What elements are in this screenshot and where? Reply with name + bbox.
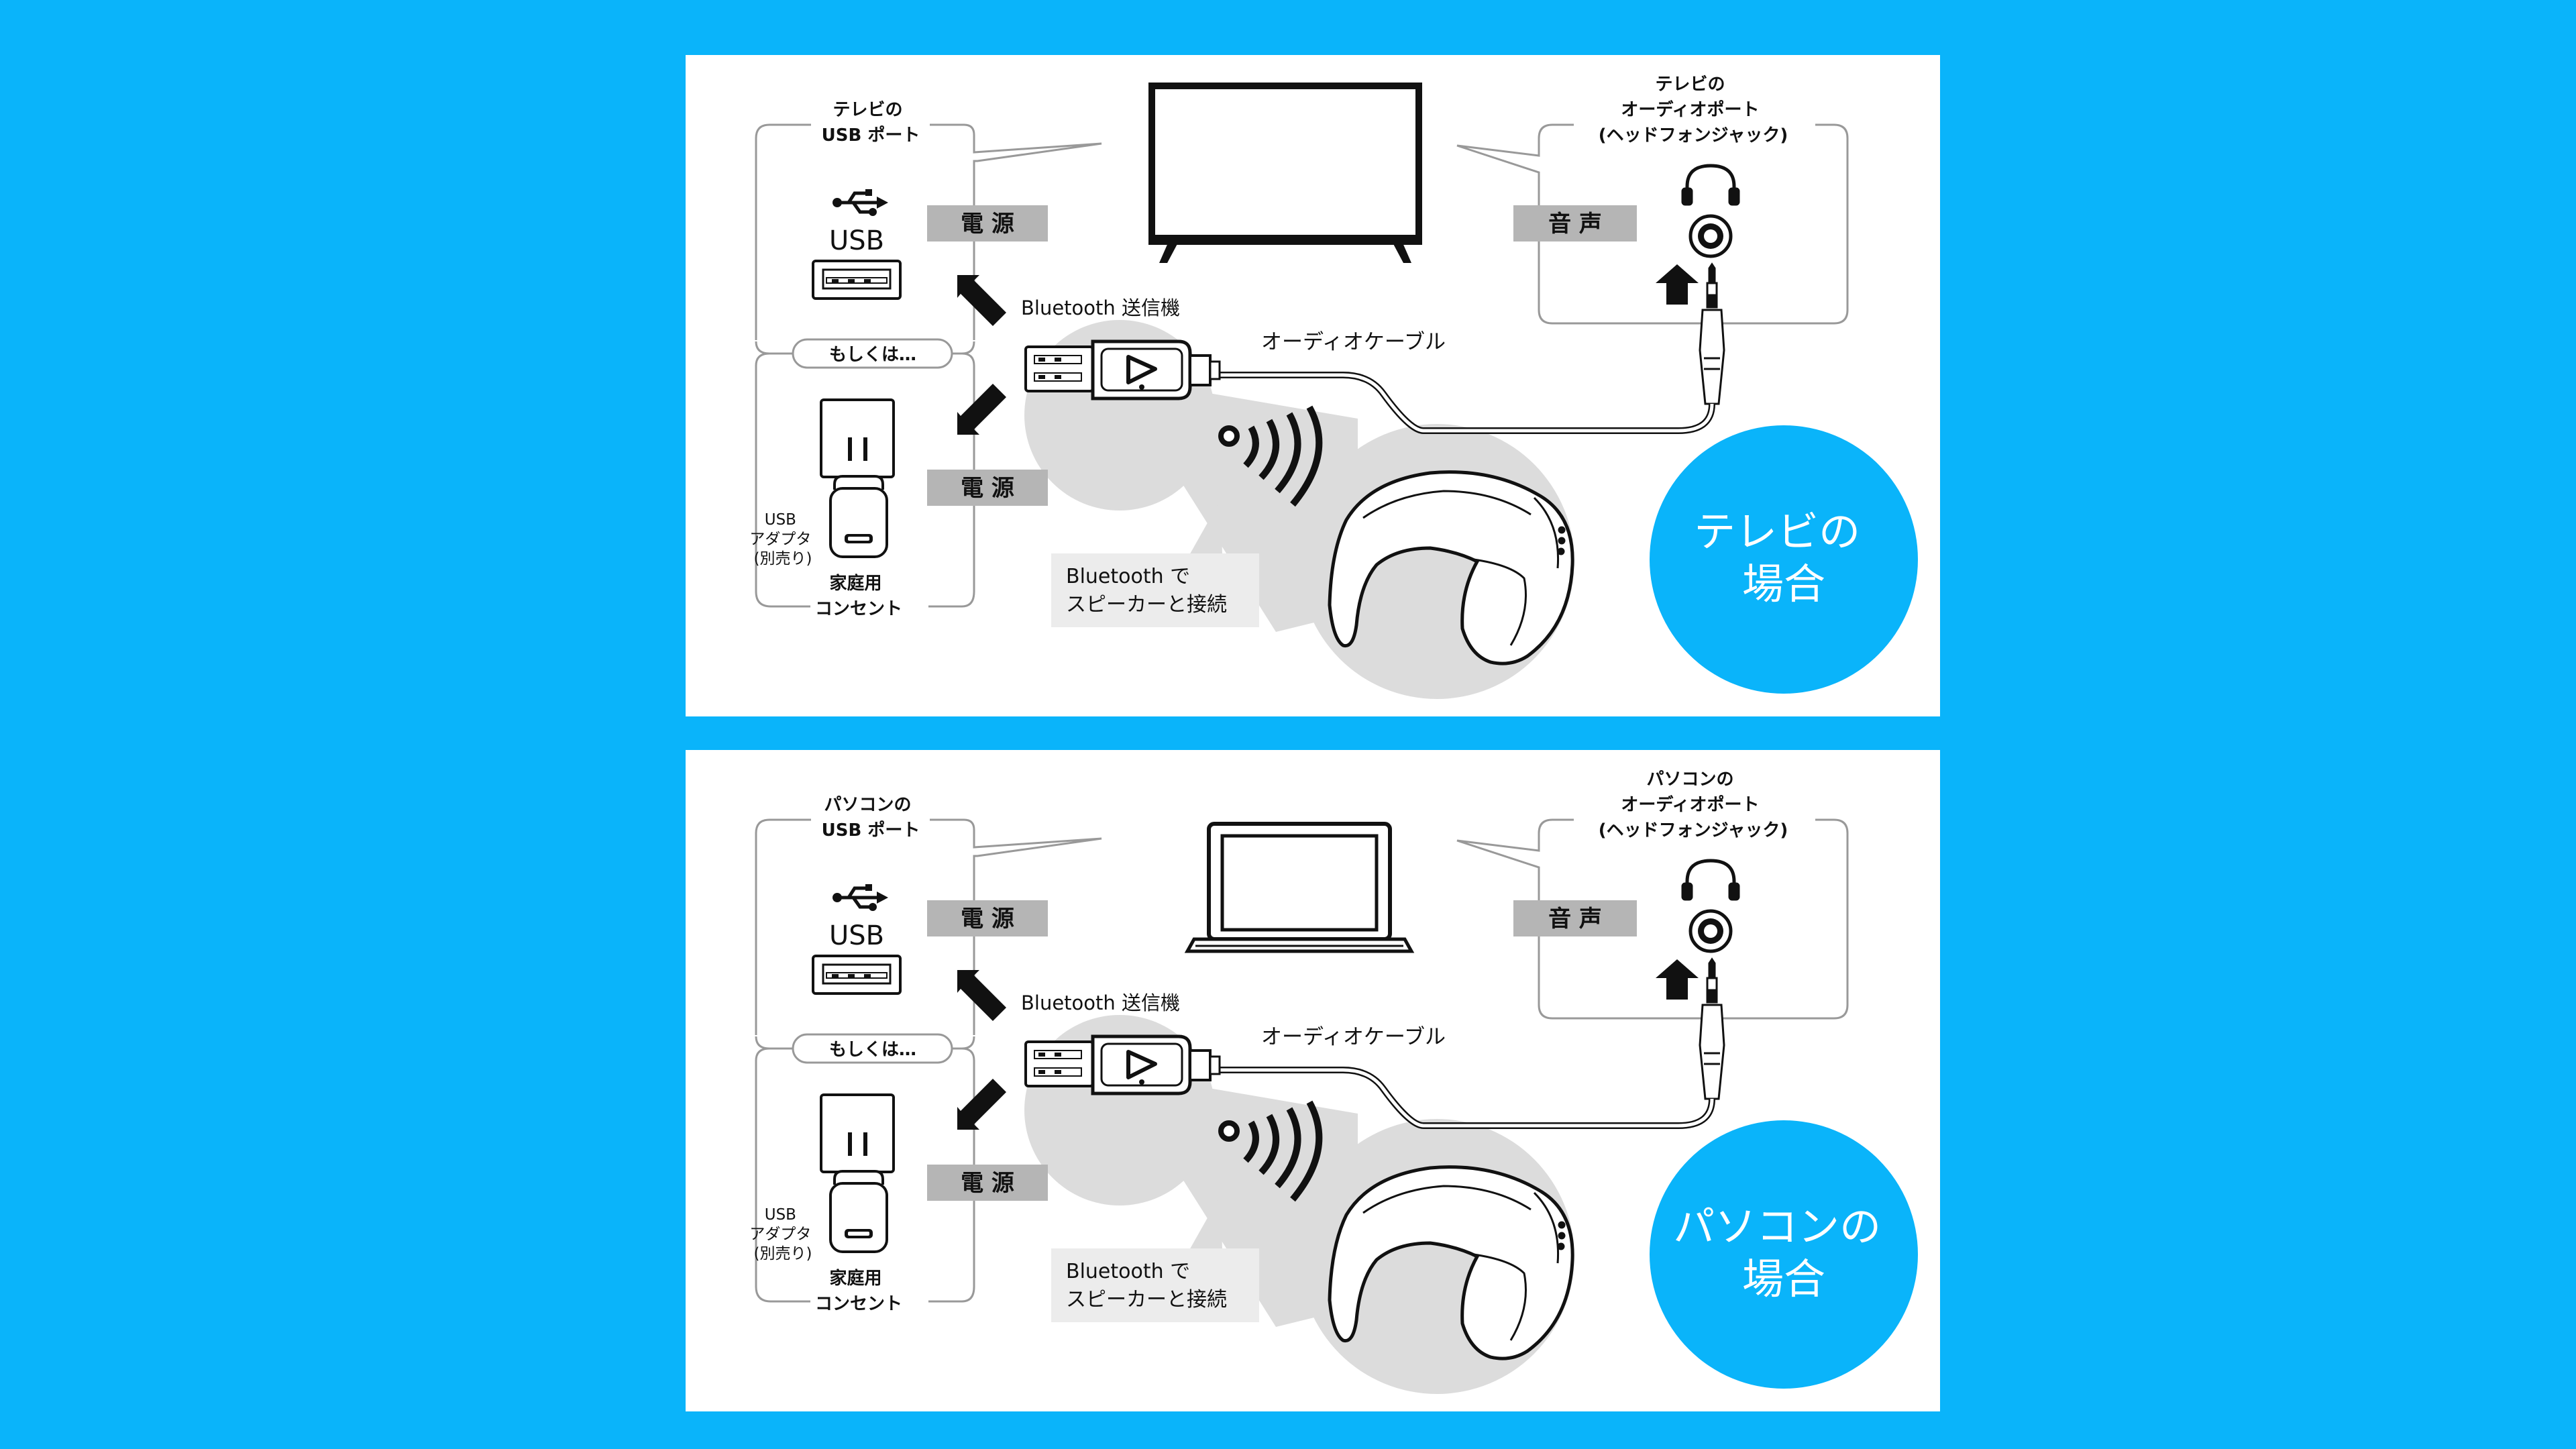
- cable-label: オーディオケーブル: [1261, 1025, 1446, 1049]
- arrow-up-icon: [1656, 959, 1699, 1000]
- usb-symbol-icon: [833, 884, 888, 911]
- bluetooth-signal-icon: [1218, 1100, 1323, 1202]
- connect-label: Bluetooth で スピーカーと接続: [1066, 1260, 1227, 1311]
- adapter-label: USB アダプタ (別売り): [749, 511, 816, 568]
- usb-adapter-icon: [820, 1093, 895, 1253]
- headphone-icon: [1681, 859, 1740, 901]
- power-label-bottom: 電 源: [961, 475, 1014, 502]
- audio-jack-icon: [1688, 909, 1733, 953]
- adapter-label: USB アダプタ (別売り): [749, 1206, 816, 1263]
- connection-diagram: 電 源 電 源 音 声: [749, 769, 1918, 1394]
- sound-label: 音 声: [1548, 211, 1602, 237]
- audio-plug-icon: [1699, 957, 1725, 1100]
- right-frame: [1456, 818, 1849, 1020]
- or-text: もしくは…: [829, 1040, 916, 1060]
- bluetooth-signal-icon: [1218, 405, 1323, 507]
- sound-label: 音 声: [1548, 906, 1602, 932]
- power-badge-top: 電 源: [927, 900, 1048, 936]
- power-badge-bottom: 電 源: [927, 1165, 1048, 1201]
- audio-port-label: テレビの オーディオポート (ヘッドフォンジャック): [1599, 74, 1788, 146]
- outlet-label: 家庭用 コンセント: [815, 573, 902, 619]
- transmitter-label: Bluetooth 送信機: [1021, 991, 1180, 1014]
- neck-speaker-icon: [1328, 1165, 1574, 1360]
- usb-adapter-icon: [820, 398, 895, 558]
- right-frame: [1456, 123, 1849, 325]
- audio-port-label: パソコンの オーディオポート (ヘッドフォンジャック): [1599, 769, 1788, 841]
- audio-cable-inner: [1216, 373, 1714, 433]
- usb-text: USB: [829, 225, 884, 256]
- or-pill: [792, 1033, 953, 1064]
- case-title: パソコンの 場合: [1673, 1202, 1894, 1303]
- neck-speaker-icon: [1328, 470, 1574, 665]
- audio-cable-inner: [1216, 1068, 1714, 1128]
- or-text: もしくは…: [829, 345, 916, 365]
- sound-badge: 音 声: [1513, 205, 1637, 241]
- bluetooth-transmitter-icon: [1024, 1034, 1221, 1095]
- arrow-up-left-icon: [957, 275, 1006, 326]
- connect-bubble: [1051, 499, 1259, 627]
- power-label-bottom: 電 源: [961, 1170, 1014, 1197]
- transmitter-label: Bluetooth 送信機: [1021, 297, 1180, 319]
- arrow-down-left-icon: [957, 384, 1006, 435]
- pc-connection-panel: 電 源 電 源 音 声: [686, 750, 1940, 1411]
- usb-port-icon: [812, 955, 902, 995]
- usb-port-icon: [812, 260, 902, 300]
- power-label-top: 電 源: [961, 211, 1014, 237]
- case-title: テレビの 場合: [1694, 507, 1874, 608]
- cable-label: オーディオケーブル: [1261, 330, 1446, 354]
- tv-icon: [1148, 83, 1422, 263]
- laptop-icon: [1184, 822, 1415, 953]
- left-frame: [755, 123, 1102, 608]
- case-title-circle: [1650, 1120, 1918, 1389]
- connection-diagram: 電 源 電 源 音 声: [749, 74, 1918, 699]
- power-badge-top: 電 源: [927, 205, 1048, 241]
- power-label-top: 電 源: [961, 906, 1014, 932]
- usb-symbol-icon: [833, 189, 888, 216]
- usb-port-label: パソコンの USB ポート: [822, 795, 920, 841]
- left-frame: [755, 818, 1102, 1303]
- power-badge-bottom: 電 源: [927, 470, 1048, 506]
- arrow-down-left-icon: [957, 1079, 1006, 1130]
- audio-jack-icon: [1688, 214, 1733, 258]
- connect-bubble: [1051, 1194, 1259, 1322]
- case-title-circle: [1650, 425, 1918, 694]
- or-pill: [792, 338, 953, 369]
- usb-port-label: テレビの USB ポート: [822, 100, 920, 146]
- sound-badge: 音 声: [1513, 900, 1637, 936]
- arrow-up-icon: [1656, 264, 1699, 305]
- audio-plug-icon: [1699, 262, 1725, 405]
- outlet-label: 家庭用 コンセント: [815, 1268, 902, 1314]
- connect-label: Bluetooth で スピーカーと接続: [1066, 565, 1227, 616]
- headphone-icon: [1681, 164, 1740, 206]
- usb-text: USB: [829, 920, 884, 951]
- tv-connection-panel: 電 源 電 源 音 声: [686, 55, 1940, 716]
- bluetooth-transmitter-icon: [1024, 339, 1221, 400]
- arrow-up-left-icon: [957, 970, 1006, 1021]
